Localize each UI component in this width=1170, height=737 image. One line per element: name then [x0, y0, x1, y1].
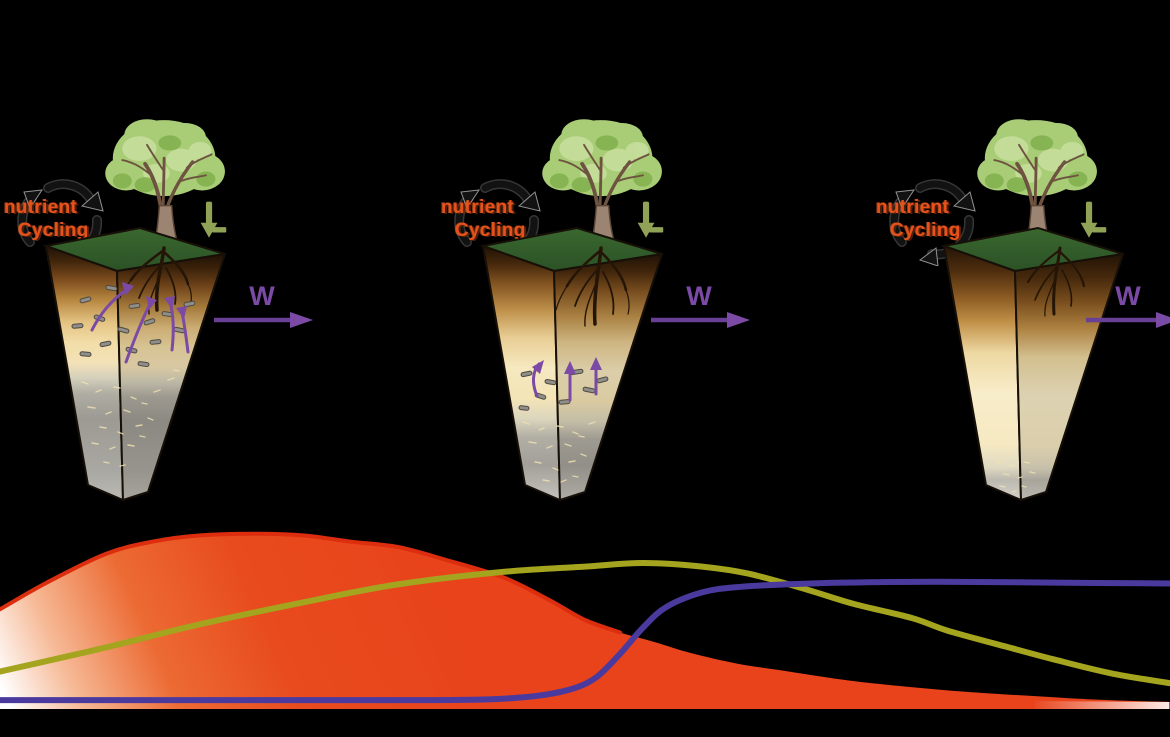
chart-series-olive-curve — [0, 559, 1170, 687]
red-area-tip-fade — [1035, 701, 1169, 709]
weathering-arrow-group: W — [210, 281, 314, 330]
root-system — [555, 246, 630, 327]
chart-series-purple-curve — [0, 578, 1170, 704]
saprolite-speckles — [522, 421, 596, 483]
weathering-arrow-group: W — [1082, 281, 1170, 330]
nutrient-cycling-group: nutrient Cycling — [437, 178, 569, 266]
soil-stage-panel-1: nutrient Cycling — [0, 0, 370, 520]
litterfall-arrow-icon — [200, 201, 227, 238]
nutrient-label-line2: Cycling — [455, 220, 526, 241]
soil-column-stage-1 — [42, 226, 226, 501]
tree-illustration — [542, 119, 662, 256]
root-system — [1026, 246, 1086, 317]
soil-development-chart — [0, 531, 1170, 709]
weathering-arrow-icon — [214, 312, 313, 328]
chart-series-red-area-top-edge — [0, 531, 623, 635]
nutrient-label-line1: nutrient — [876, 197, 950, 218]
tree-illustration — [977, 119, 1097, 256]
pedon-left-face — [45, 245, 124, 501]
saprolite-speckles — [81, 369, 180, 467]
weathering-arrow-group: W — [647, 281, 751, 330]
nutrient-uplift-arrowheads — [532, 357, 602, 374]
weathering-arrow-icon — [1086, 312, 1170, 328]
pedon-right-face — [1014, 253, 1124, 501]
weathering-arrow-icon — [651, 312, 750, 328]
soil-column-stage-2 — [479, 226, 663, 501]
soil-column-stage-3 — [940, 226, 1124, 501]
weathering-label: W — [249, 281, 275, 311]
litterfall-arrow-icon — [1080, 201, 1107, 238]
pedon-right-face-shade — [1015, 254, 1123, 500]
nutrient-label-line2: Cycling — [18, 220, 89, 241]
nutrient-label-line1: nutrient — [441, 197, 515, 218]
pedon-right-face-shade — [117, 254, 225, 500]
pedon-left-face — [943, 245, 1022, 501]
soil-stage-panel-2: nutrient Cycling — [437, 0, 807, 520]
root-system — [119, 246, 192, 315]
tree-illustration — [105, 119, 225, 256]
pedon-right-face — [553, 253, 663, 501]
saprolite-speckles — [995, 461, 1036, 493]
weathering-label: W — [1115, 281, 1141, 311]
litterfall-arrow-icon — [637, 201, 664, 238]
chart-lines-layer — [0, 531, 1170, 704]
nutrient-label-line2: Cycling — [890, 220, 961, 241]
nutrient-uplift-arrowheads — [122, 282, 187, 319]
weathering-label: W — [686, 281, 712, 311]
pedon-right-face-shade — [554, 254, 662, 500]
nutrient-label-line1: nutrient — [4, 197, 78, 218]
soil-stage-panel-3: nutrient Cycling — [872, 0, 1170, 520]
nutrient-cycling-label: nutrient Cycling — [876, 196, 1000, 242]
nutrient-cycling-label: nutrient Cycling — [4, 196, 128, 242]
chart-area — [0, 520, 1170, 737]
nutrient-cycling-label: nutrient Cycling — [441, 196, 565, 242]
